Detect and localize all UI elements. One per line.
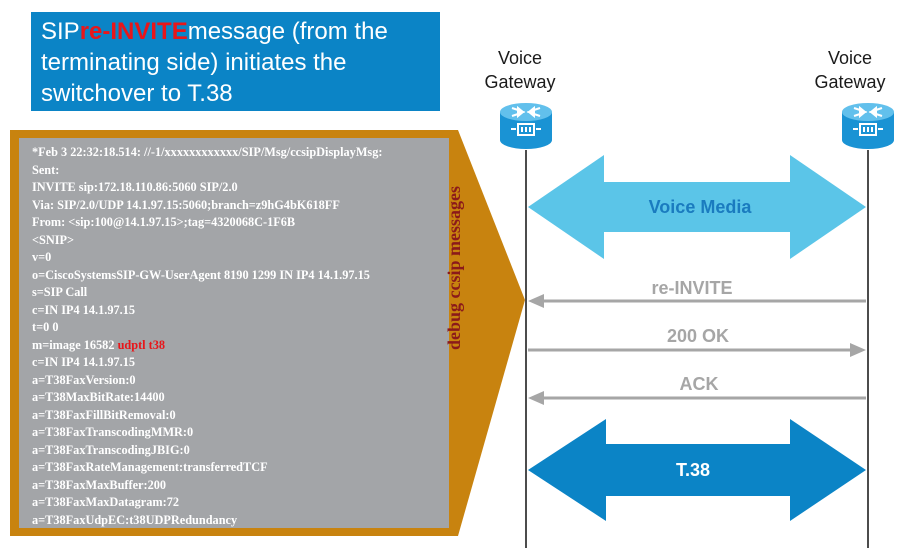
debug-line: a=T38FaxRateManagement:transferredTCF (32, 460, 268, 474)
t38-arrow (528, 419, 866, 521)
debug-line: a=T38FaxFillBitRemoval:0 (32, 407, 176, 422)
title-text: SIPre-INVITEmessage (from the terminatin… (41, 16, 436, 109)
ack-arrowhead (528, 391, 544, 405)
left-gateway-label: Voice Gateway (470, 46, 570, 94)
debug-line: o=CiscoSystemsSIP-GW-UserAgent 8190 1299… (32, 267, 370, 282)
debug-media-prefix: m=image 16582 (32, 337, 118, 352)
title-part-rest: message (from the terminating side) init… (41, 18, 388, 107)
debug-output: *Feb 3 22:32:18.514: //-1/xxxxxxxxxxxx/S… (32, 144, 382, 529)
router-icon (500, 103, 552, 149)
debug-line: t=0 0 (32, 320, 59, 334)
debug-line: a=T38FaxUdpEC:t38UDPRedundancy (32, 512, 238, 527)
debug-line: Via: SIP/2.0/UDP 14.1.97.15:5060;branch=… (32, 197, 340, 212)
reinvite-arrowhead (528, 294, 544, 308)
debug-line: *Feb 3 22:32:18.514: //-1/xxxxxxxxxxxx/S… (32, 145, 383, 159)
left-gateway-line1: Voice (497, 48, 543, 68)
debug-line: INVITE sip:172.18.110.86:5060 SIP/2.0 (32, 180, 238, 194)
reinvite-label: re-INVITE (651, 278, 732, 298)
right-gateway-line2: Gateway (814, 72, 886, 92)
voice-media-arrow (528, 155, 866, 259)
debug-line: s=SIP Call (32, 285, 88, 299)
debug-line: a=T38FaxVersion:0 (32, 372, 136, 387)
debug-line: a=T38FaxTranscodingMMR:0 (32, 425, 194, 439)
debug-line: a=T38MaxBitRate:14400 (32, 390, 165, 404)
callout-wedge (458, 130, 525, 536)
debug-line: a=T38FaxMaxBuffer:200 (32, 477, 167, 492)
debug-line: v=0 (32, 250, 52, 264)
debug-line: From: <sip:100@14.1.97.15>;tag=4320068C-… (32, 215, 296, 229)
debug-line: a=T38FaxMaxDatagram:72 (32, 495, 180, 509)
debug-line: c=IN IP4 14.1.97.15 (32, 355, 135, 369)
debug-line: <SNIP> (32, 232, 75, 247)
debug-line-media: m=image 16582 udptl t38 (32, 337, 382, 355)
right-gateway-label: Voice Gateway (800, 46, 900, 94)
title-reinvite-highlight: re-INVITE (79, 18, 188, 45)
debug-panel: *Feb 3 22:32:18.514: //-1/xxxxxxxxxxxx/S… (10, 130, 458, 536)
title-part-sip: SIP (41, 18, 80, 45)
title-banner: SIPre-INVITEmessage (from the terminatin… (31, 12, 440, 111)
t38-label: T.38 (676, 460, 710, 480)
router-icon (842, 103, 894, 149)
ack-label: ACK (680, 374, 719, 394)
debug-line: c=IN IP4 14.1.97.15 (32, 302, 135, 317)
right-gateway-line1: Voice (827, 48, 873, 68)
debug-media-highlight: udptl t38 (117, 337, 166, 352)
debug-ccsip-label: debug ccsip messages (444, 186, 464, 351)
ok-label: 200 OK (667, 326, 729, 346)
debug-line: a=T38FaxTranscodingJBIG:0 (32, 442, 190, 457)
ok-arrowhead (850, 343, 866, 357)
debug-output-box: *Feb 3 22:32:18.514: //-1/xxxxxxxxxxxx/S… (19, 138, 449, 528)
voice-media-label: Voice Media (649, 197, 753, 217)
left-gateway-line2: Gateway (484, 72, 556, 92)
debug-line: Sent: (32, 162, 60, 177)
